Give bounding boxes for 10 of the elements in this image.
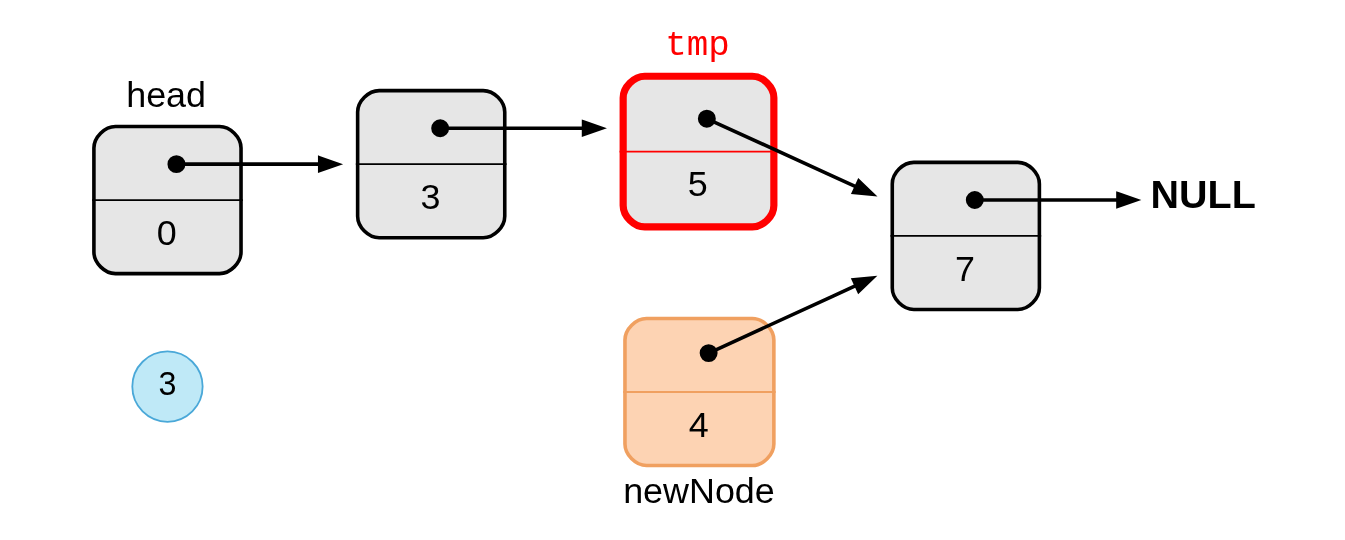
arrow <box>431 119 607 138</box>
node-circle: 3 <box>131 350 204 423</box>
arrow <box>697 109 878 197</box>
arrow <box>699 275 878 363</box>
node-label: tmp <box>665 24 730 66</box>
node-label: head <box>126 74 207 115</box>
arrow <box>167 155 344 174</box>
node-label: newNode <box>623 471 775 512</box>
arrow <box>965 191 1142 209</box>
node-text: NULL <box>1150 172 1256 217</box>
